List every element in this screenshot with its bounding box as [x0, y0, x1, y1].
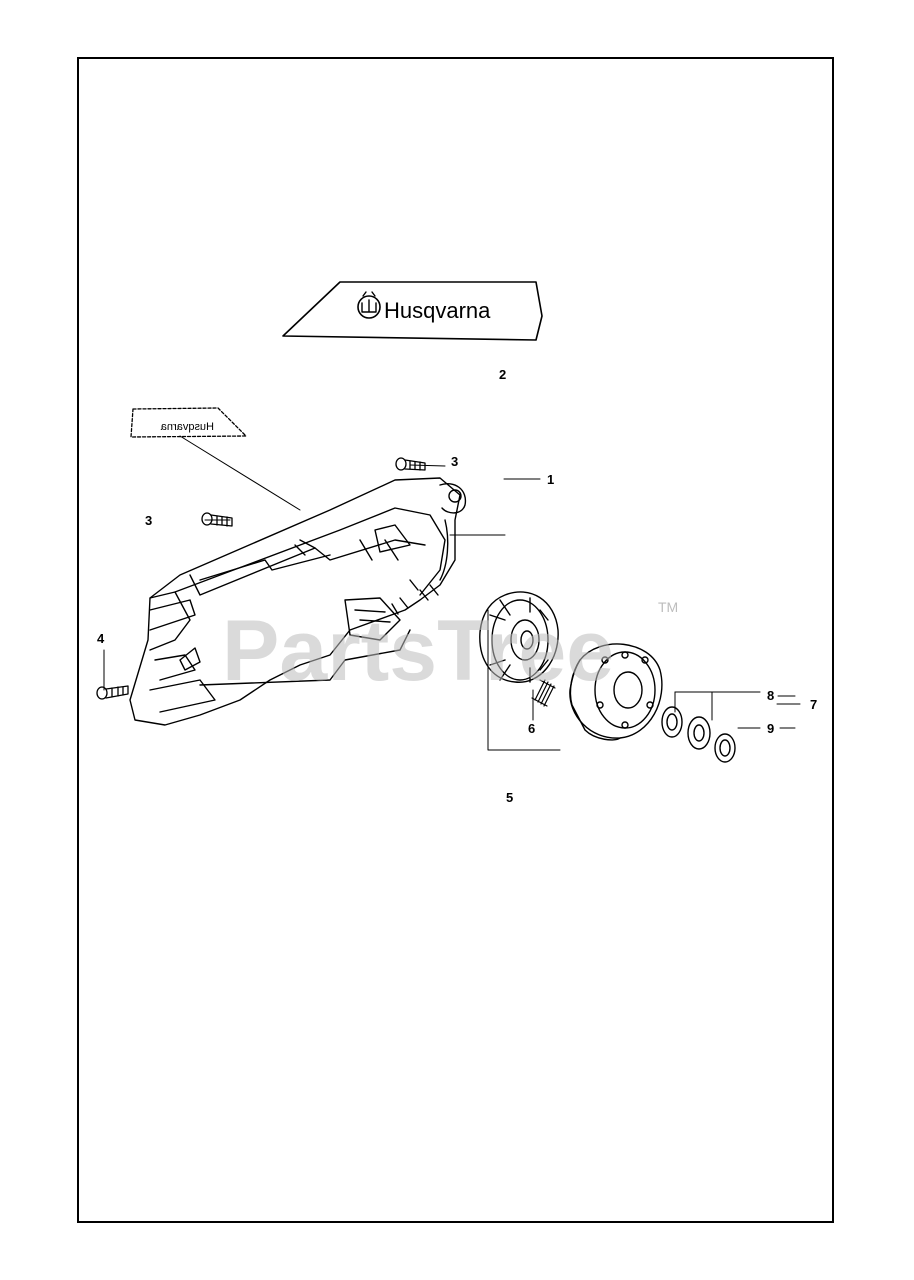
watermark-text: PartsTree [222, 603, 614, 699]
screw-part-3a[interactable] [395, 457, 426, 471]
clutch-cover-part[interactable] [129, 477, 467, 726]
clutch-part[interactable] [479, 591, 559, 683]
watermark-tm: TM [658, 599, 678, 615]
callout-4[interactable]: 4 [97, 631, 105, 646]
callout-1[interactable]: 1 [547, 472, 554, 487]
callout-3a[interactable]: 3 [451, 454, 458, 469]
bearing-part-8a[interactable] [661, 706, 683, 738]
screw-part-4[interactable] [96, 685, 129, 700]
watermark: PartsTree TM [222, 599, 678, 699]
callout-7[interactable]: 7 [810, 697, 817, 712]
leader-lines [103, 435, 801, 751]
callout-2[interactable]: 2 [499, 367, 506, 382]
callouts: 1 2 3 3 4 5 6 7 8 9 [97, 367, 817, 805]
clutch-drum-part[interactable] [569, 643, 663, 741]
decal-brand-text: Husqvarna [384, 298, 491, 323]
callout-9[interactable]: 9 [767, 721, 774, 736]
screw-part-3b[interactable] [201, 512, 233, 527]
callout-3b[interactable]: 3 [145, 513, 152, 528]
callout-5[interactable]: 5 [506, 790, 513, 805]
diagram-frame [77, 57, 834, 1223]
husqvarna-logo-icon [357, 291, 381, 319]
callout-6[interactable]: 6 [528, 721, 535, 736]
bearing-part-8b[interactable] [687, 716, 711, 750]
cover-decal-text: Husqvarna [160, 421, 214, 433]
callout-8[interactable]: 8 [767, 688, 774, 703]
spring-part[interactable] [531, 679, 556, 707]
washer-part-9[interactable] [714, 733, 736, 763]
cover-decal: Husqvarna [130, 407, 247, 438]
decal-part[interactable]: Husqvarna [282, 281, 543, 341]
